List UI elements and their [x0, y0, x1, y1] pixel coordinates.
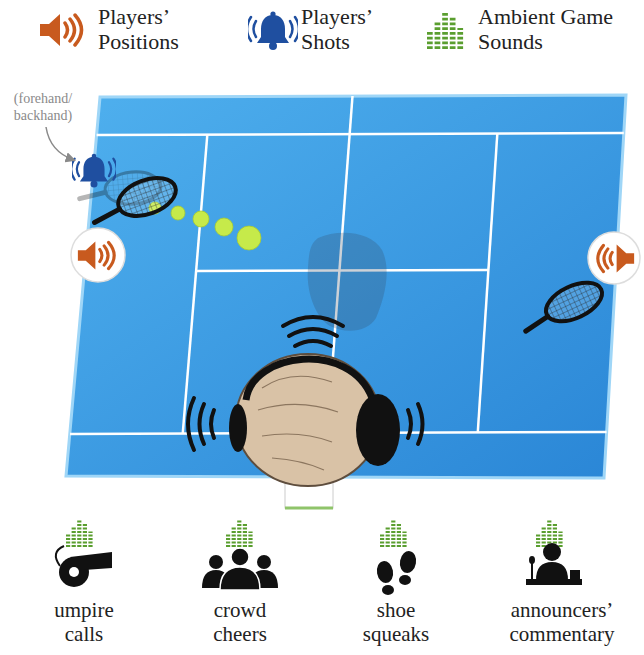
leader-line [46, 127, 74, 160]
left-player-speaker [71, 228, 125, 282]
crowd-icon [202, 548, 278, 590]
right-player-speaker [588, 232, 640, 284]
right-racket [516, 275, 607, 340]
whistle-icon [56, 546, 112, 587]
sound-label: umpire calls [34, 598, 134, 646]
sound-label: announcers’ commentary [497, 598, 627, 646]
footprints-icon [375, 550, 418, 595]
sound-waves [188, 317, 423, 450]
speaker-icon [40, 14, 82, 46]
legend-label: Ambient Game Sounds [478, 4, 628, 54]
bell-icon [247, 11, 299, 50]
legend-label: Players’ Positions [98, 4, 216, 54]
shot-bell [71, 154, 117, 188]
sound-bars-icon [228, 519, 250, 547]
sound-label: crowd cheers [185, 598, 295, 646]
sound-bars-icon [430, 11, 460, 49]
ball-trail [149, 202, 261, 250]
legend-label: Players’ Shots [301, 4, 413, 54]
sound-bars-icon [382, 519, 404, 547]
announcer-icon [526, 543, 582, 585]
sound-bars-icon [538, 519, 560, 547]
listener-head [229, 354, 400, 508]
sound-label: shoe squeaks [341, 598, 451, 646]
annotation: (forehand/ backhand) [3, 90, 83, 124]
sound-bars-icon [68, 519, 90, 547]
